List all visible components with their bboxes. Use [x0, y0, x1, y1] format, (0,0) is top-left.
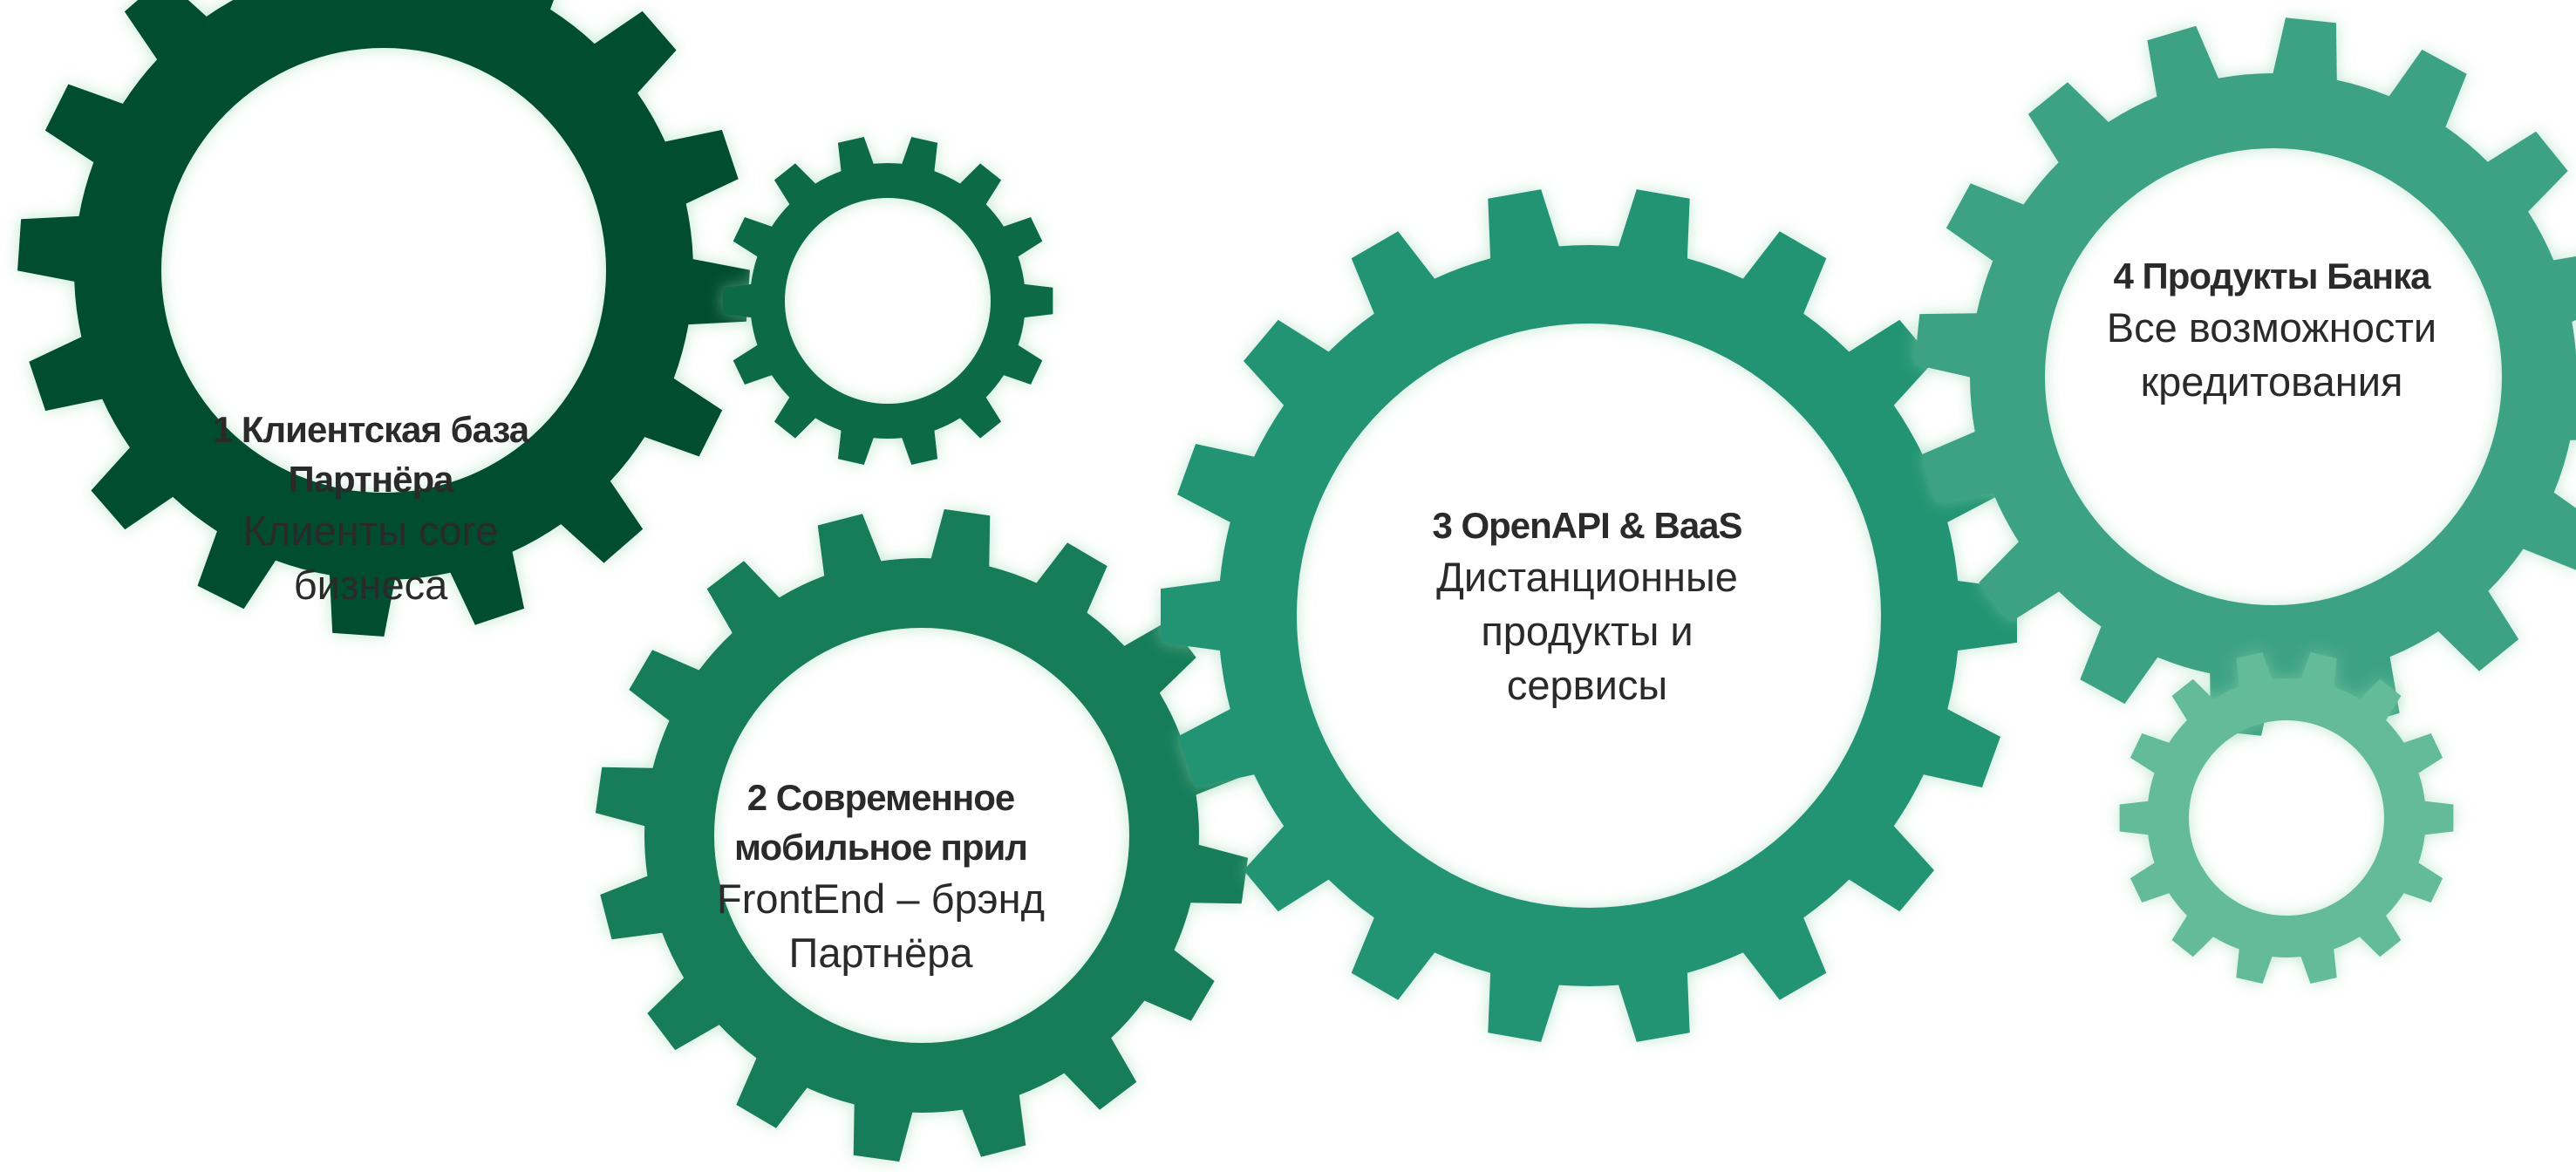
gear-4-label: 4 Продукты Банка Все возможности кредито… [2027, 251, 2516, 409]
gear-3-label: 3 OpenAPI & BaaS Дистанционные продукты … [1360, 501, 1814, 712]
gear-2-icon [595, 508, 1249, 1162]
gear-2-label: 2 Современное мобильное прил FrontEnd – … [689, 773, 1073, 980]
gear-3-text-line-1: Дистанционные [1436, 554, 1738, 600]
gear-1-icon [17, 0, 750, 637]
gear-3-title-line-1: 3 OpenAPI & BaaS [1432, 505, 1742, 546]
gear-4-text-line-2: кредитования [2140, 358, 2403, 405]
gear-3-text-line-2: продукты и [1481, 608, 1693, 654]
gear-4-title-line-1: 4 Продукты Банка [2113, 256, 2431, 296]
gear-4-text-line-1: Все возможности [2106, 304, 2437, 351]
gear-2-text-line-2: Партнёра [788, 930, 973, 976]
gear-1-text-line-2: бизнеса [293, 562, 448, 608]
gear-3-text-line-3: сервисы [1506, 662, 1668, 708]
gear-1-label: 1 Клиентская база Партнёра Клиенты core … [157, 405, 584, 612]
gear-3-icon [1161, 189, 2017, 1042]
gear-1-title-line-2: Партнёра [288, 459, 454, 500]
gear-small-top-icon [722, 137, 1053, 465]
gear-small-right-icon [2119, 652, 2454, 984]
gear-1-text-line-1: Клиенты core [242, 508, 499, 554]
gear-2-title-line-2: мобильное прил [733, 827, 1028, 868]
gear-1-title-line-1: 1 Клиентская база [212, 409, 529, 450]
gear-2-text-line-1: FrontEnd – брэнд [717, 876, 1045, 922]
gear-2-title-line-1: 2 Современное [746, 777, 1015, 818]
gear-4-icon [1914, 17, 2576, 736]
